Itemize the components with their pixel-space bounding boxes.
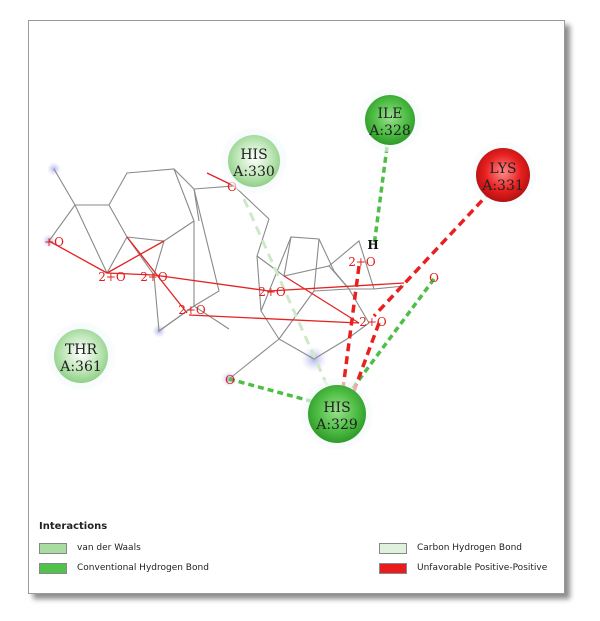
charge-lines	[48, 172, 405, 324]
legend: Interactions van der Waals Conventional …	[39, 521, 554, 581]
charge-line	[283, 275, 360, 324]
atom-label-oxygen: O	[225, 373, 235, 387]
atom-label-oxygen: 2+O	[359, 315, 387, 329]
atom-label-oxygen: 2+O	[348, 255, 376, 269]
ligand-bonds	[48, 168, 405, 380]
bond-path	[313, 288, 350, 292]
atom-label-oxygen: +O	[44, 235, 64, 249]
interaction-diagram-panel: O +O 2+O 2+O 2+O 2+O 2+O O 2+O O H HIS A…	[28, 20, 565, 594]
legend-swatch	[379, 562, 407, 574]
legend-swatch	[379, 542, 407, 554]
legend-label: Unfavorable Positive-Positive	[417, 563, 548, 573]
bond-path	[193, 188, 220, 307]
residue-chain: A:361	[59, 359, 102, 375]
legend-title: Interactions	[39, 521, 108, 532]
hbond-line	[228, 377, 330, 408]
legend-label: Conventional Hydrogen Bond	[77, 563, 209, 573]
atom-label-oxygen: 2+O	[178, 303, 206, 317]
charge-line	[188, 314, 360, 324]
bond-path	[256, 218, 405, 290]
residue-chain: A:331	[481, 178, 524, 194]
legend-swatch	[39, 542, 67, 554]
legend-swatch	[39, 562, 67, 574]
bond-path	[283, 236, 370, 324]
unfavorable-line	[372, 189, 493, 318]
residue-chain: A:329	[315, 417, 358, 433]
residue-name: ILE	[377, 106, 402, 122]
residue-disc	[54, 329, 108, 383]
bond-path	[313, 322, 370, 360]
charge-line	[106, 272, 155, 276]
legend-label: van der Waals	[77, 543, 141, 553]
residue-ile328[interactable]: ILE A:328	[358, 88, 422, 152]
charge-line	[106, 240, 165, 274]
charge-line	[48, 240, 108, 274]
bond-path	[153, 274, 230, 333]
atom-label-oxygen: 2+O	[258, 285, 286, 299]
residue-disc	[228, 135, 280, 187]
bond-path	[75, 168, 200, 222]
legend-label: Carbon Hydrogen Bond	[417, 543, 523, 553]
hbond-line	[345, 277, 436, 398]
residue-his330[interactable]: HIS A:330	[221, 128, 287, 194]
legend-item-carbon-hbond: Carbon Hydrogen Bond	[379, 541, 522, 555]
residue-name: THR	[65, 342, 98, 358]
interaction-lines	[228, 146, 493, 408]
hbond-line	[372, 146, 389, 247]
bond-path	[48, 168, 76, 242]
bond-path	[228, 338, 280, 380]
bond-path	[256, 255, 315, 360]
interaction-diagram: O +O 2+O 2+O 2+O 2+O 2+O O 2+O O H HIS A…	[42, 88, 536, 450]
atom-label-oxygen: 2+O	[98, 270, 126, 284]
unfavorable-line	[340, 265, 361, 397]
residue-thr361[interactable]: THR A:361	[47, 322, 115, 390]
atom-label-hydrogen: H	[367, 238, 378, 252]
bond-path	[328, 240, 375, 290]
atom-label-oxygen: O	[227, 180, 237, 194]
residue-chain: A:330	[232, 164, 275, 180]
residue-name: HIS	[323, 400, 350, 416]
legend-item-conventional-hbond: Conventional Hydrogen Bond	[39, 561, 209, 575]
residue-chain: A:328	[368, 123, 411, 139]
bond-path	[108, 168, 195, 242]
atom-label-oxygen: 2+O	[140, 270, 168, 284]
charge-line	[153, 274, 270, 292]
charge-line	[206, 172, 235, 187]
legend-item-unfavorable: Unfavorable Positive-Positive	[379, 561, 547, 575]
bond-path	[74, 204, 128, 275]
legend-item-van-der-waals: van der Waals	[39, 541, 141, 555]
residue-disc	[476, 148, 530, 202]
atom-label-oxygen: O	[429, 271, 439, 285]
residue-name: HIS	[240, 147, 267, 163]
residue-name: LYS	[489, 161, 516, 177]
charge-line	[268, 282, 405, 292]
residue-lys331[interactable]: LYS A:331	[470, 142, 536, 208]
carbon-hbond-line	[242, 198, 336, 402]
residue-disc	[308, 385, 366, 443]
residue-his329[interactable]: HIS A:329	[301, 378, 373, 450]
atom-labels: O +O 2+O 2+O 2+O 2+O 2+O O 2+O O H	[44, 180, 439, 387]
residue-disc	[365, 95, 415, 145]
